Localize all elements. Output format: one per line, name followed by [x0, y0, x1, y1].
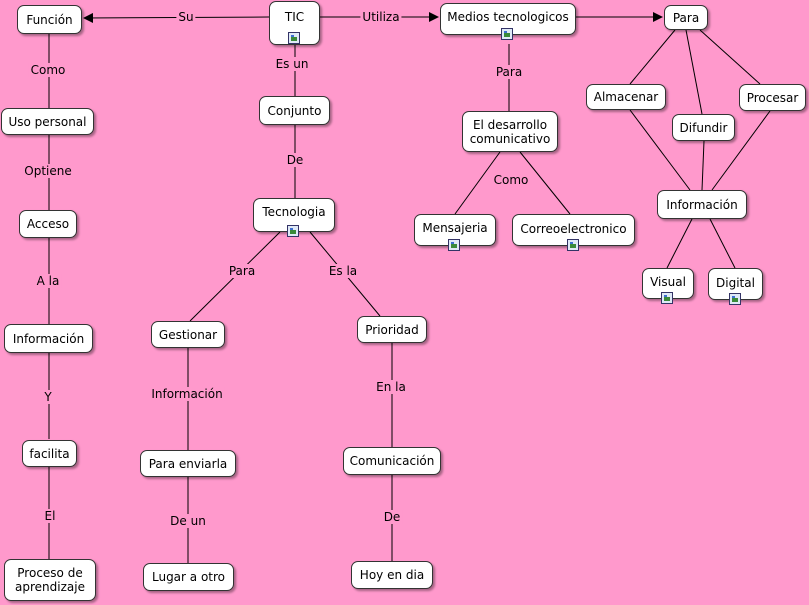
- node-comunicacion[interactable]: Comunicación: [343, 447, 441, 475]
- node-label: Prioridad: [365, 322, 419, 337]
- node-lugar-a-otro[interactable]: Lugar a otro: [143, 563, 234, 591]
- node-visual[interactable]: Visual: [642, 268, 694, 304]
- node-procesar[interactable]: Procesar: [739, 84, 806, 111]
- link-utiliza: Utiliza: [360, 10, 402, 24]
- image-icon[interactable]: [566, 239, 579, 251]
- node-label: Proceso de aprendizaje: [15, 566, 85, 594]
- node-label: Lugar a otro: [151, 570, 226, 584]
- node-hoy-en-dia[interactable]: Hoy en dia: [351, 561, 433, 589]
- node-desarrollo-comunicativo[interactable]: El desarrollo comunicativo: [462, 111, 558, 152]
- link-para-tec: Para: [226, 264, 258, 278]
- node-label: Almacenar: [593, 90, 659, 104]
- image-icon[interactable]: [501, 28, 513, 40]
- node-para-top[interactable]: Para: [664, 5, 708, 30]
- node-label: Función: [26, 12, 73, 27]
- node-informacion-right[interactable]: Información: [657, 190, 747, 219]
- node-label: facilita: [29, 446, 70, 461]
- node-almacenar[interactable]: Almacenar: [586, 84, 666, 110]
- node-correoelectronico[interactable]: Correoelectronico: [512, 214, 635, 251]
- link-y: Y: [42, 390, 54, 404]
- node-conjunto[interactable]: Conjunto: [259, 96, 330, 125]
- node-label: Para: [672, 10, 700, 25]
- link-es-un: Es un: [273, 57, 311, 71]
- node-label: Hoy en dia: [359, 568, 425, 582]
- link-de-un: De un: [168, 514, 208, 528]
- image-icon[interactable]: [661, 292, 673, 304]
- node-label: Gestionar: [158, 327, 218, 342]
- link-el: El: [42, 509, 58, 523]
- node-gestionar[interactable]: Gestionar: [151, 321, 225, 348]
- node-label: Comunicación: [349, 454, 435, 468]
- node-label: Para enviarla: [148, 456, 228, 471]
- image-icon[interactable]: [448, 239, 460, 251]
- node-label: Información: [666, 197, 738, 212]
- link-para-medios: Para: [493, 65, 525, 79]
- link-de-com: De: [381, 510, 403, 524]
- node-para-enviarla[interactable]: Para enviarla: [140, 450, 236, 477]
- node-label: Mensajeria: [422, 221, 488, 235]
- node-facilita[interactable]: facilita: [22, 440, 77, 467]
- node-acceso[interactable]: Acceso: [19, 210, 77, 238]
- link-en-la: En la: [374, 380, 408, 394]
- node-label: Acceso: [26, 217, 70, 231]
- node-label: TIC: [284, 10, 305, 24]
- node-digital[interactable]: Digital: [708, 268, 763, 305]
- node-label: Digital: [716, 276, 755, 290]
- node-difundir[interactable]: Difundir: [672, 114, 735, 141]
- link-como-left: Como: [28, 63, 68, 77]
- node-label: Procesar: [746, 90, 799, 105]
- node-label: Visual: [650, 275, 686, 289]
- image-icon[interactable]: [728, 293, 741, 305]
- node-label: Uso personal: [8, 114, 87, 129]
- link-optiene: Optiene: [22, 164, 74, 178]
- node-funcion[interactable]: Función: [17, 5, 82, 34]
- node-label: Difundir: [679, 120, 728, 135]
- image-icon[interactable]: [287, 225, 299, 237]
- link-como-desarrollo: Como: [491, 173, 531, 187]
- node-mensajeria[interactable]: Mensajeria: [414, 214, 496, 251]
- link-a-la: A la: [34, 274, 62, 288]
- link-de-conjunto: De: [284, 153, 306, 167]
- link-es-la: Es la: [326, 264, 360, 278]
- node-informacion-left[interactable]: Información: [4, 324, 93, 353]
- link-informacion: Información: [149, 387, 225, 401]
- link-su: Su: [176, 10, 196, 24]
- node-label: El desarrollo comunicativo: [469, 117, 551, 146]
- node-proceso-aprendizaje[interactable]: Proceso de aprendizaje: [4, 559, 96, 601]
- node-prioridad[interactable]: Prioridad: [357, 316, 427, 343]
- node-label: Tecnologia: [262, 205, 326, 219]
- node-tecnologia[interactable]: Tecnologia: [253, 198, 335, 237]
- node-label: Información: [12, 331, 85, 346]
- node-label: Conjunto: [267, 103, 322, 118]
- node-medios-tecnologicos[interactable]: Medios tecnologicos: [440, 3, 576, 40]
- node-uso-personal[interactable]: Uso personal: [1, 108, 94, 135]
- node-label: Correoelectronico: [520, 222, 627, 236]
- node-label: Medios tecnologicos: [447, 10, 569, 24]
- node-tic[interactable]: TIC: [269, 1, 320, 45]
- image-icon[interactable]: [287, 32, 300, 44]
